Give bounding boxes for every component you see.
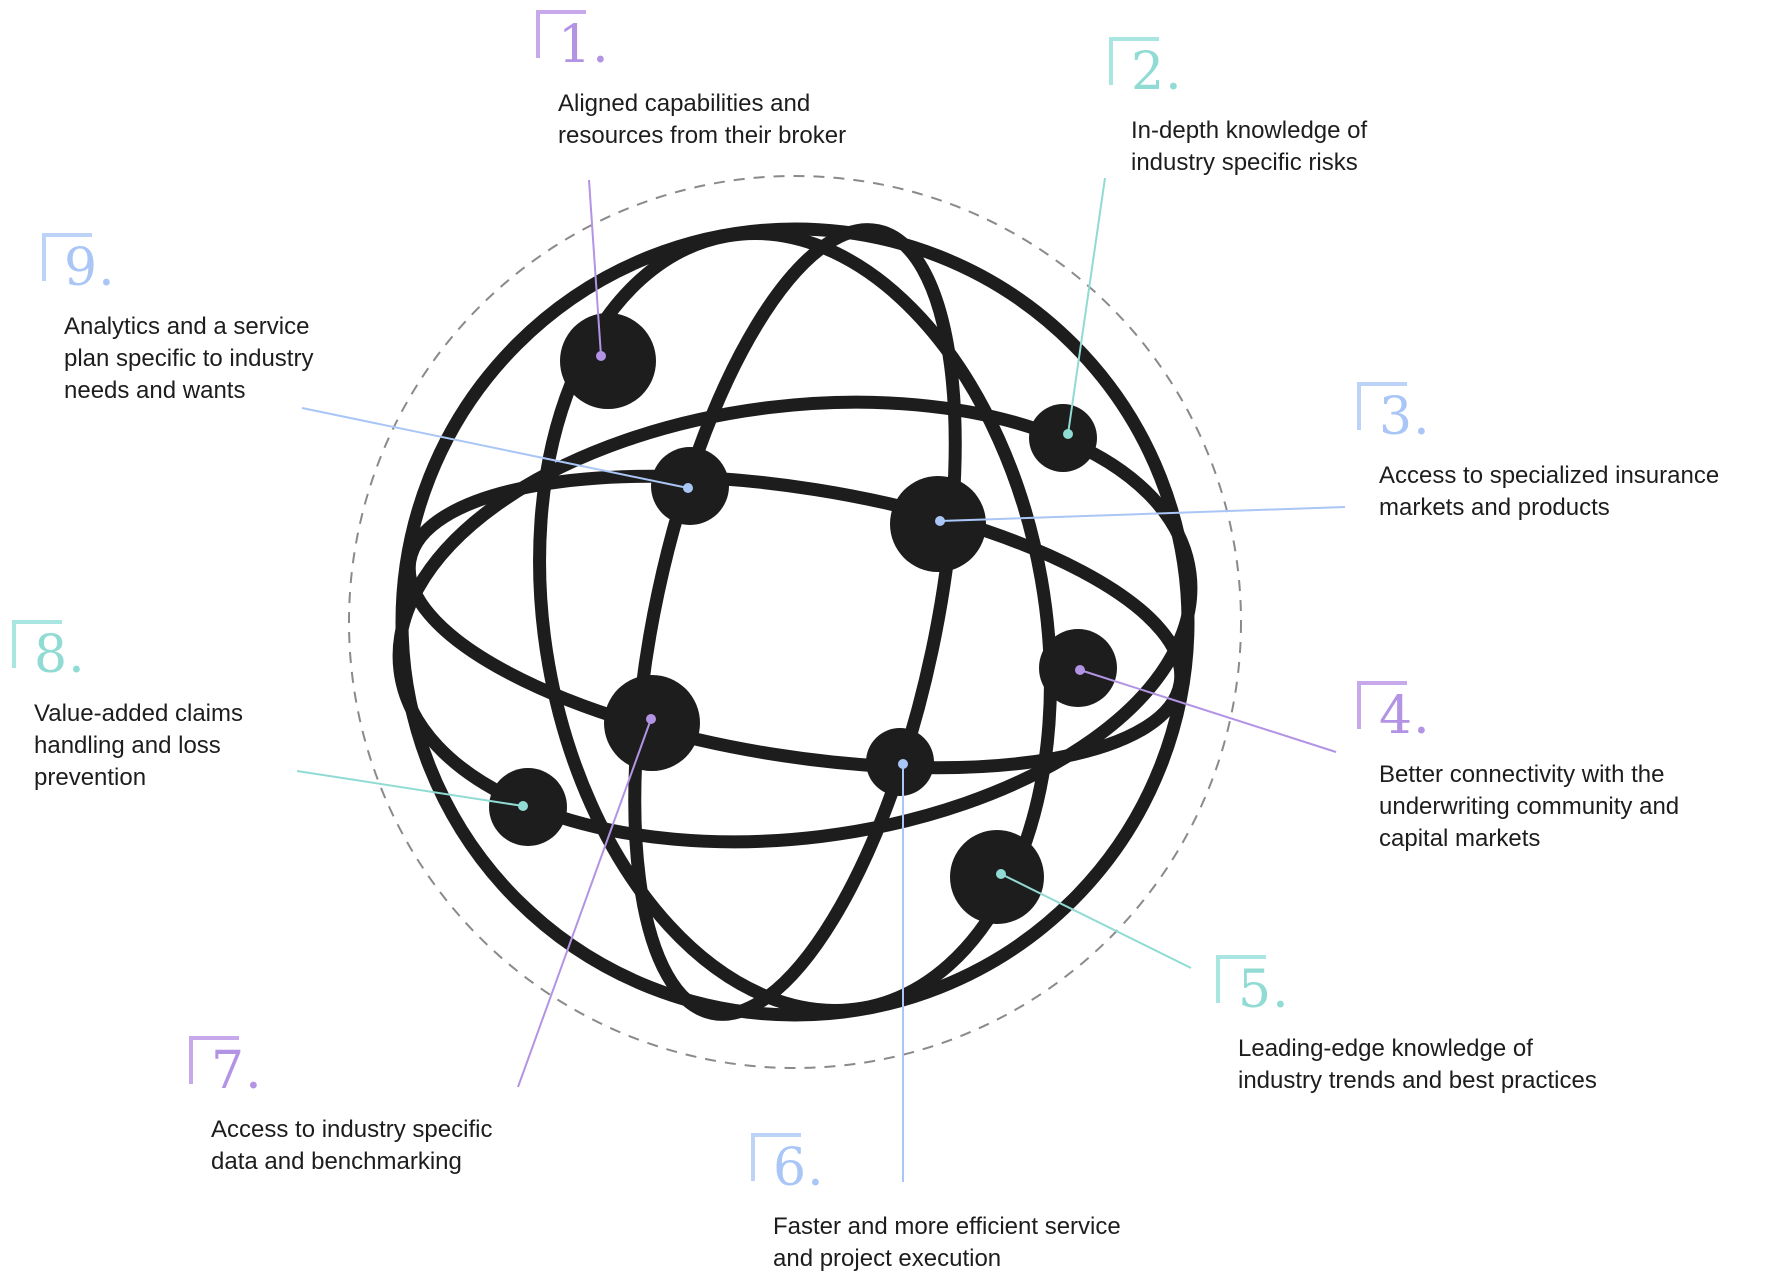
item-number: 4.	[1379, 686, 1431, 746]
corner-bracket-icon	[12, 620, 62, 668]
corner-bracket-icon	[536, 10, 586, 58]
leader-dots	[518, 351, 1085, 879]
item-description: Leading-edge knowledge of industry trend…	[1238, 1035, 1597, 1094]
item-description: Access to specialized insurance markets …	[1379, 462, 1720, 521]
item-description: In-depth knowledge of industry specific …	[1131, 117, 1368, 176]
benefit-item-9: 9. Analytics and a service plan specific…	[42, 233, 512, 407]
benefit-item-5: 5. Leading-edge knowledge of industry tr…	[1216, 955, 1686, 1097]
item-number: 2.	[1131, 42, 1183, 102]
corner-bracket-icon	[751, 1133, 801, 1181]
item-number: 5.	[1238, 960, 1290, 1020]
leader-line-7	[517, 718, 652, 1088]
corner-bracket-icon	[1109, 37, 1159, 85]
benefit-item-3: 3. Access to specialized insurance marke…	[1357, 382, 1773, 524]
corner-bracket-icon	[42, 233, 92, 281]
leader-dot-5	[996, 869, 1006, 879]
leader-dot-6	[898, 759, 908, 769]
leader-dot-2	[1063, 429, 1073, 439]
leader-dot-3	[935, 516, 945, 526]
corner-bracket-icon	[1357, 382, 1407, 430]
item-description: Analytics and a service plan specific to…	[64, 313, 314, 404]
item-number: 1.	[558, 15, 610, 75]
leader-line-1	[588, 179, 602, 357]
benefit-item-2: 2. In-depth knowledge of industry specif…	[1109, 37, 1579, 179]
leader-lines	[296, 177, 1346, 1182]
leader-dot-7	[646, 714, 656, 724]
benefit-item-1: 1. Aligned capabilities and resources fr…	[536, 10, 1006, 152]
item-description: Aligned capabilities and resources from …	[558, 90, 847, 149]
node-1	[560, 313, 656, 409]
leader-line-8	[296, 770, 524, 807]
item-number: 7.	[211, 1041, 263, 1101]
item-description: Access to industry specific data and ben…	[211, 1116, 493, 1175]
globe-outline	[395, 222, 1195, 1022]
globe-latitude-ring	[392, 395, 1198, 849]
globe-nodes	[489, 313, 1117, 924]
benefit-item-6: 6. Faster and more efficient service and…	[751, 1133, 1221, 1275]
globe-meridian-ring-inner	[628, 223, 962, 1021]
leader-line-5	[1000, 873, 1192, 969]
leader-line-2	[1067, 177, 1106, 435]
corner-bracket-icon	[1357, 681, 1407, 729]
globe-meridian-ring-outer	[533, 227, 1057, 1017]
node-8	[489, 768, 567, 846]
leader-dot-4	[1075, 665, 1085, 675]
node-2	[1029, 404, 1097, 472]
globe-wireframe	[392, 222, 1198, 1022]
leader-dot-1	[596, 351, 606, 361]
item-number: 3.	[1379, 387, 1431, 447]
item-number: 6.	[773, 1138, 825, 1198]
corner-bracket-icon	[1216, 955, 1266, 1003]
item-description: Value-added claims handling and loss pre…	[34, 700, 244, 791]
dashed-outer-ring	[348, 175, 1242, 1069]
leader-dot-8	[518, 801, 528, 811]
leader-dot-9	[683, 483, 693, 493]
globe-equator-ring	[402, 469, 1188, 775]
leader-line-3	[939, 506, 1346, 522]
leader-line-9	[301, 407, 689, 489]
benefit-item-8: 8. Value-added claims handling and loss …	[12, 620, 482, 794]
item-description: Faster and more efficient service and pr…	[773, 1213, 1121, 1272]
item-number: 8.	[34, 625, 86, 685]
corner-bracket-icon	[189, 1036, 239, 1084]
benefit-item-4: 4. Better connectivity with the underwri…	[1357, 681, 1773, 855]
leader-line-4	[1079, 669, 1337, 753]
item-description: Better connectivity with the underwritin…	[1379, 761, 1680, 852]
benefit-item-7: 7. Access to industry specific data and …	[189, 1036, 659, 1178]
item-number: 9.	[64, 238, 116, 298]
